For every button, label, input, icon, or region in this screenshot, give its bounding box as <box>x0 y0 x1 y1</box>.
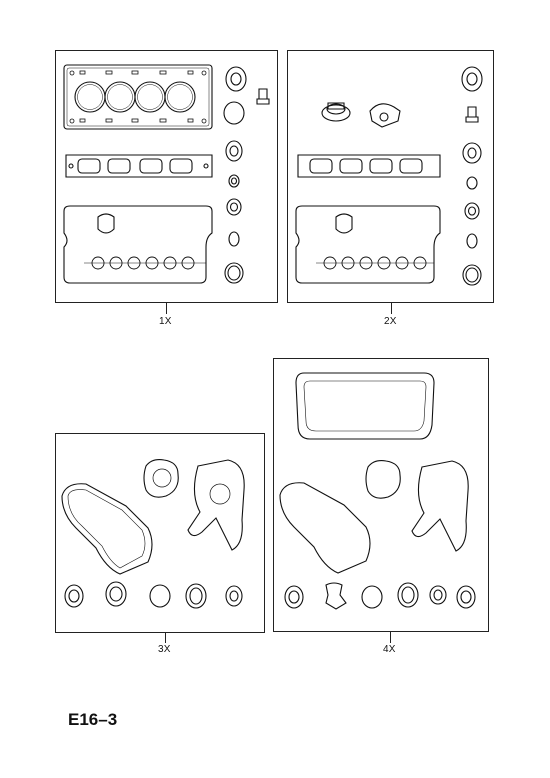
kit-3-illustration <box>61 459 245 609</box>
timing-cover-gasket <box>61 483 153 575</box>
kit-2-illustration <box>295 66 483 286</box>
oil-seal-set <box>64 581 243 609</box>
water-pump-gasket <box>365 460 401 499</box>
rear-housing-gasket <box>187 459 245 551</box>
rocker-cover-gasket <box>295 205 441 284</box>
leader-line-3 <box>165 633 166 643</box>
oil-pan-gasket <box>295 372 435 440</box>
leader-line-1 <box>166 303 167 314</box>
thermostat-seals <box>321 102 401 128</box>
kit-panel-3 <box>55 433 265 633</box>
manifold-gasket <box>65 154 213 178</box>
rocker-cover-gasket <box>63 205 213 284</box>
kit-label-2: 2X <box>384 316 397 327</box>
kit-label-1: 1X <box>159 316 172 327</box>
leader-line-4 <box>390 632 391 643</box>
kit-1-illustration <box>63 64 270 284</box>
page-code: E16–3 <box>68 710 118 729</box>
kit-panel-2 <box>287 50 494 303</box>
rear-housing-gasket <box>411 460 469 552</box>
kit-label-4: 4X <box>383 644 396 655</box>
manifold-gasket <box>297 154 441 178</box>
seal-set <box>461 66 483 286</box>
head-gasket <box>63 64 213 130</box>
kit-panel-1 <box>55 50 278 303</box>
timing-cover-gasket <box>279 482 371 574</box>
kit-4-illustration <box>279 372 476 610</box>
seal-set <box>223 66 270 284</box>
kit-label-3: 3X <box>158 644 171 655</box>
leader-line-2 <box>391 303 392 314</box>
oil-seal-set <box>284 582 476 610</box>
kit-panel-4 <box>273 358 489 632</box>
water-pump-gasket <box>143 459 179 498</box>
